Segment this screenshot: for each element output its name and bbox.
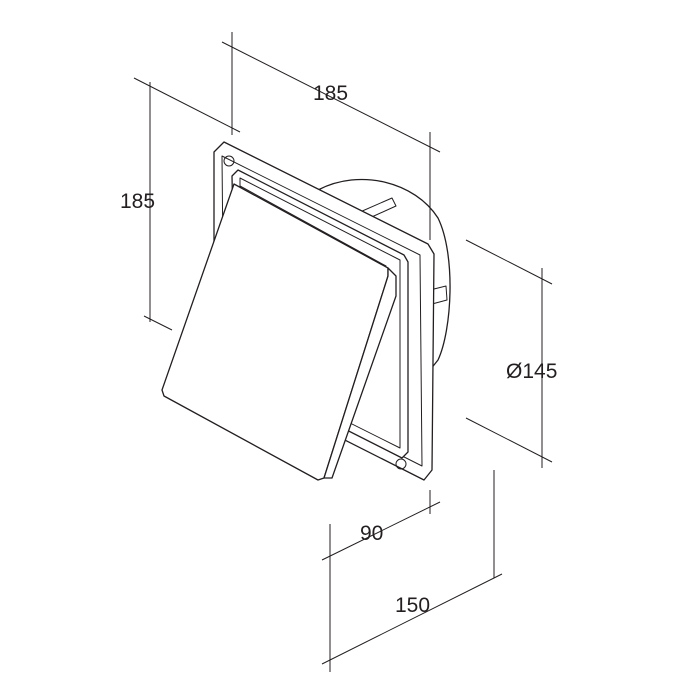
dimension-width-top-label: 185 — [313, 82, 348, 105]
dimension-height-left-label: 185 — [120, 190, 155, 213]
dimension-depth-total-label: 150 — [395, 594, 430, 617]
dimension-depth-hood — [321, 490, 441, 566]
dimension-depth-hood-label: 90 — [360, 522, 383, 545]
dimension-width-top — [221, 32, 441, 240]
screw-hole-top-left-icon — [223, 155, 235, 167]
dimension-diameter — [465, 239, 553, 468]
weather-hood — [161, 183, 397, 481]
dimension-height-left — [133, 77, 241, 331]
screw-hole-bottom-right-icon — [395, 458, 407, 470]
dimension-depth-total — [321, 470, 503, 672]
dimension-diameter-label: Ø145 — [506, 360, 557, 383]
